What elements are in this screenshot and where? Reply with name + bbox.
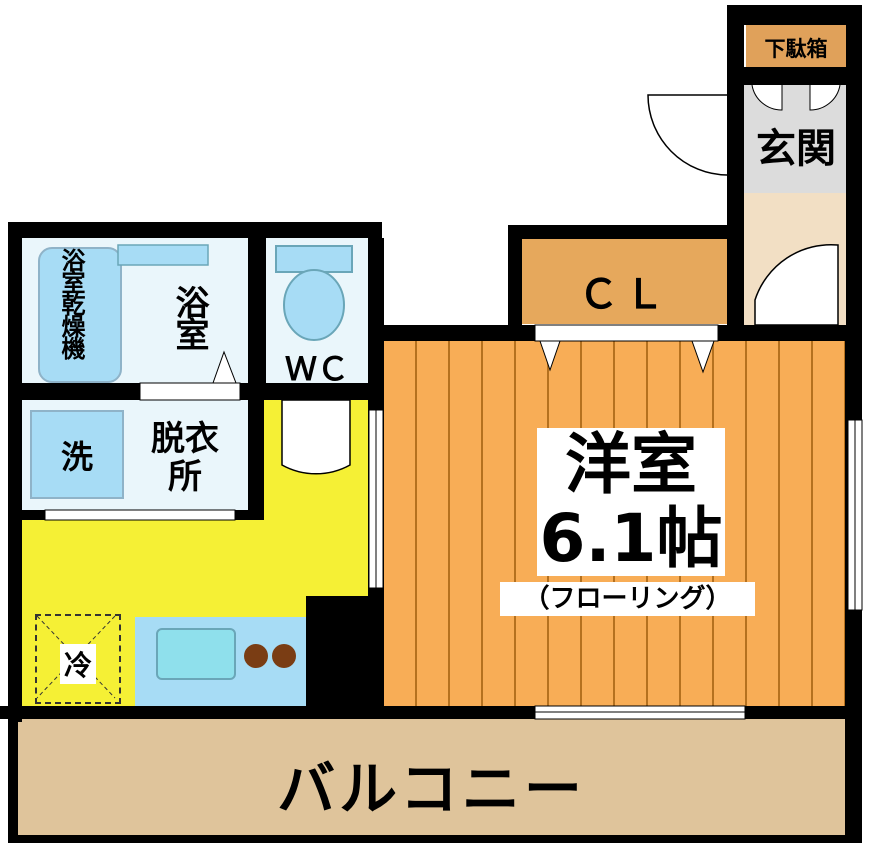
wall xyxy=(248,238,266,400)
balcony-floor xyxy=(18,719,845,835)
wall xyxy=(248,400,264,520)
closet-floor xyxy=(522,239,727,324)
wall xyxy=(8,222,22,722)
western-room-floor-type: （フローリング） xyxy=(500,582,755,616)
entrance-label: 玄関 xyxy=(756,126,836,172)
wall xyxy=(742,325,846,341)
stove-burner-left xyxy=(244,644,268,668)
balcony-rail xyxy=(8,835,862,843)
western-room-size: 6.1帖 xyxy=(537,502,725,576)
fridge-label: 冷 xyxy=(60,644,96,684)
bathroom-dryer-label: 浴室乾燥機 xyxy=(57,248,85,358)
bathtub xyxy=(38,247,122,383)
wall xyxy=(744,67,848,85)
shoe-box-label: 下駄箱 xyxy=(764,37,828,61)
western-room-label: 洋室 xyxy=(537,428,725,502)
balcony-rail xyxy=(8,719,18,835)
washing-machine xyxy=(30,410,124,499)
kitchen-sink xyxy=(156,628,236,680)
washer-label: 洗 xyxy=(60,438,93,476)
balcony-label: バルコニー xyxy=(277,755,586,823)
toilet-label: ＷＣ xyxy=(284,350,349,388)
wall xyxy=(306,596,368,706)
wall xyxy=(508,225,742,239)
entrance-floor xyxy=(744,85,848,193)
wall xyxy=(727,5,744,341)
balcony-rail xyxy=(845,719,862,835)
wall xyxy=(846,5,862,341)
closet-label: ＣＬ xyxy=(578,272,671,318)
wall xyxy=(727,5,862,25)
wall xyxy=(508,225,522,325)
shoe-box xyxy=(746,25,846,67)
wall xyxy=(8,222,382,238)
stove-burner-right xyxy=(272,644,296,668)
fridge-space xyxy=(35,614,121,704)
bathroom-label: 浴室 xyxy=(169,285,209,349)
dressing-room-label: 脱衣所 xyxy=(151,419,219,497)
